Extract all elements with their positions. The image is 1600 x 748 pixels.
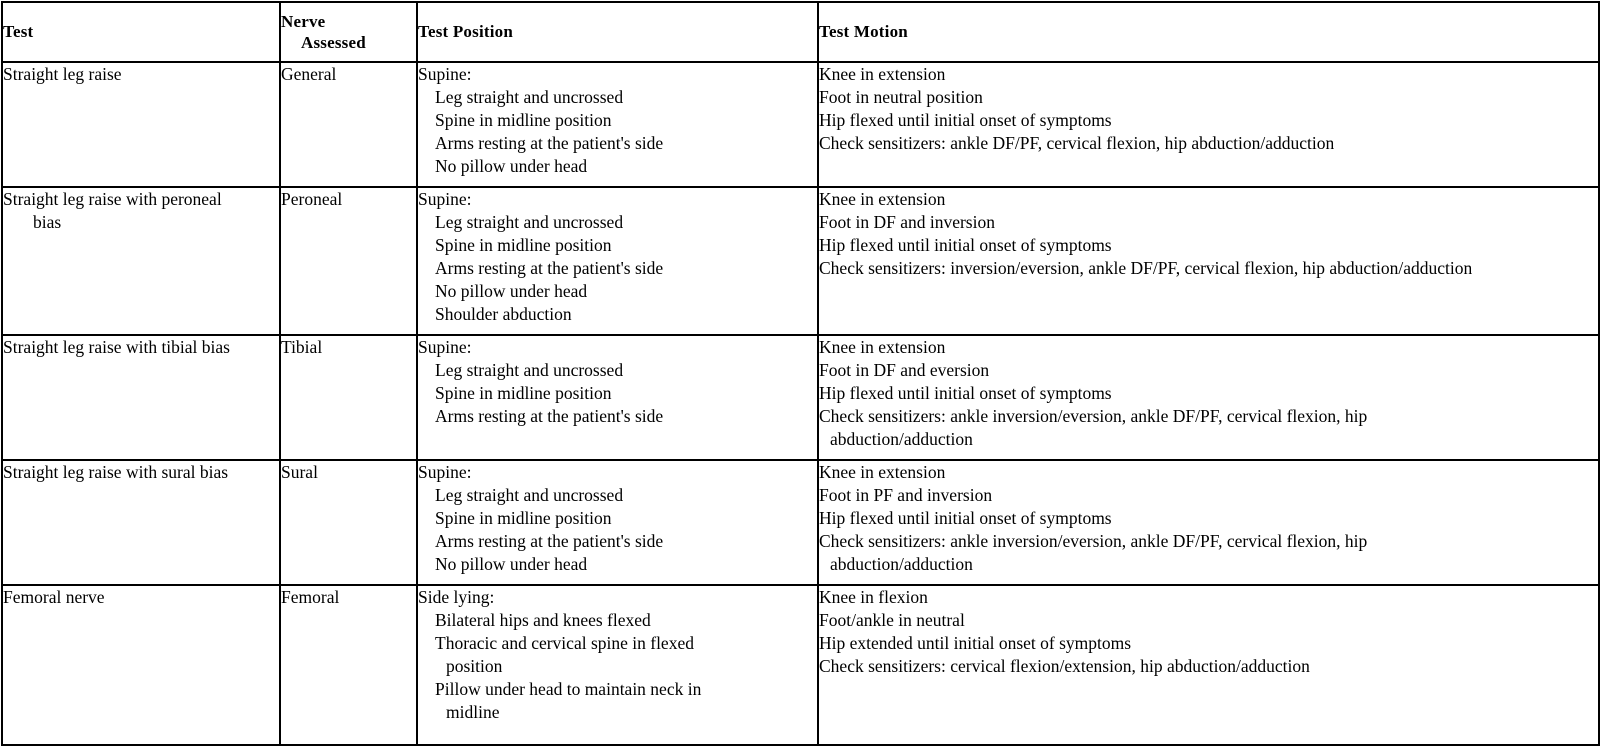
cell-nerve: Femoral: [279, 584, 418, 746]
cell-position: Supine: Leg straight and uncrossed Spine…: [416, 61, 819, 188]
position-item: Leg straight and uncrossed: [435, 485, 624, 505]
cell-motion: Knee in extension Foot in DF and inversi…: [817, 186, 1600, 336]
cell-test: Straight leg raise with peroneal bias: [1, 186, 281, 336]
motion-item: Knee in extension: [819, 462, 946, 482]
motion-item: Check sensitizers: ankle DF/PF, cervical…: [819, 133, 1335, 153]
table-row: Femoral nerve Femoral Side lying: Bilate…: [1, 584, 1600, 746]
position-item: Leg straight and uncrossed: [435, 212, 624, 232]
motion-item-text: Check sensitizers: ankle inversion/evers…: [819, 531, 1368, 551]
cell-motion: Knee in extension Foot in neutral positi…: [817, 61, 1600, 188]
position-head: Supine:: [418, 64, 472, 84]
header-test: Test: [1, 1, 281, 63]
table-row: Straight leg raise with tibial bias Tibi…: [1, 334, 1600, 461]
motion-item: Knee in flexion: [819, 587, 928, 607]
motion-item: Knee in extension: [819, 64, 946, 84]
motion-item: Hip flexed until initial onset of sympto…: [819, 508, 1112, 528]
position-item: Leg straight and uncrossed: [435, 360, 624, 380]
position-item: Bilateral hips and knees flexed: [435, 610, 651, 630]
position-item: Thoracic and cervical spine in flexed po…: [418, 632, 817, 678]
test-name: Femoral nerve: [3, 587, 105, 607]
position-item: Arms resting at the patient's side: [435, 531, 664, 551]
header-row: Test Nerve Assessed Test Position Test M…: [1, 1, 1600, 63]
motion-item: Foot/ankle in neutral: [819, 610, 965, 630]
position-item-text: Thoracic and cervical spine in flexed: [435, 633, 694, 653]
motion-item: Hip flexed until initial onset of sympto…: [819, 235, 1112, 255]
test-name: Straight leg raise with peroneal: [3, 189, 222, 209]
position-item: No pillow under head: [435, 156, 588, 176]
cell-test: Femoral nerve: [1, 584, 281, 746]
motion-item: Hip flexed until initial onset of sympto…: [819, 383, 1112, 403]
cell-test: Straight leg raise: [1, 61, 281, 188]
motion-item-continued: abduction/adduction: [830, 429, 973, 449]
motion-item: Knee in extension: [819, 337, 946, 357]
motion-item: Check sensitizers: inversion/eversion, a…: [819, 258, 1473, 278]
header-nerve-line1: Nerve: [281, 12, 326, 31]
header-test-motion: Test Motion: [817, 1, 1600, 63]
cell-position: Supine: Leg straight and uncrossed Spine…: [416, 186, 819, 336]
position-item: Spine in midline position: [435, 235, 612, 255]
test-name: Straight leg raise with tibial bias: [3, 337, 230, 357]
position-head: Supine:: [418, 462, 472, 482]
motion-item: Foot in neutral position: [819, 87, 983, 107]
position-item: Arms resting at the patient's side: [435, 133, 664, 153]
motion-item: Hip flexed until initial onset of sympto…: [819, 110, 1112, 130]
position-item: Spine in midline position: [435, 110, 612, 130]
position-item: Spine in midline position: [435, 508, 612, 528]
position-item: Leg straight and uncrossed: [435, 87, 624, 107]
cell-motion: Knee in extension Foot in PF and inversi…: [817, 459, 1600, 586]
table-row: Straight leg raise with peroneal bias Pe…: [1, 186, 1600, 336]
cell-motion: Knee in extension Foot in DF and eversio…: [817, 334, 1600, 461]
cell-position: Supine: Leg straight and uncrossed Spine…: [416, 459, 819, 586]
test-name-continued: bias: [33, 212, 62, 232]
position-item: No pillow under head: [435, 281, 588, 301]
table-row: Straight leg raise General Supine: Leg s…: [1, 61, 1600, 188]
cell-nerve: Peroneal: [279, 186, 418, 336]
position-item: Shoulder abduction: [435, 304, 572, 324]
position-item: Arms resting at the patient's side: [435, 406, 664, 426]
motion-item: Check sensitizers: cervical flexion/exte…: [819, 656, 1310, 676]
cell-nerve: General: [279, 61, 418, 188]
header-nerve-assessed: Nerve Assessed: [279, 1, 418, 63]
position-head: Supine:: [418, 337, 472, 357]
motion-item-continued: abduction/adduction: [830, 554, 973, 574]
cell-nerve: Sural: [279, 459, 418, 586]
motion-item: Foot in DF and inversion: [819, 212, 995, 232]
motion-item: Check sensitizers: ankle inversion/evers…: [819, 530, 1598, 576]
cell-nerve: Tibial: [279, 334, 418, 461]
motion-item: Hip extended until initial onset of symp…: [819, 633, 1132, 653]
cell-position: Supine: Leg straight and uncrossed Spine…: [416, 334, 819, 461]
position-item: Pillow under head to maintain neck in mi…: [418, 678, 817, 724]
motion-item: Foot in DF and eversion: [819, 360, 990, 380]
motion-item: Foot in PF and inversion: [819, 485, 993, 505]
table-row: Straight leg raise with sural bias Sural…: [1, 459, 1600, 586]
header-nerve-line2: Assessed: [301, 33, 366, 52]
position-item-text: Pillow under head to maintain neck in: [435, 679, 702, 699]
cell-motion: Knee in flexion Foot/ankle in neutral Hi…: [817, 584, 1600, 746]
cell-test: Straight leg raise with tibial bias: [1, 334, 281, 461]
motion-item: Knee in extension: [819, 189, 946, 209]
position-head: Side lying:: [418, 587, 495, 607]
position-item: Arms resting at the patient's side: [435, 258, 664, 278]
test-name: Straight leg raise with sural bias: [3, 462, 229, 482]
motion-item-text: Check sensitizers: ankle inversion/evers…: [819, 406, 1368, 426]
cell-test: Straight leg raise with sural bias: [1, 459, 281, 586]
motion-item: Check sensitizers: ankle inversion/evers…: [819, 405, 1598, 451]
position-head: Supine:: [418, 189, 472, 209]
position-item-continued: midline: [446, 702, 500, 722]
position-item: Spine in midline position: [435, 383, 612, 403]
header-test-position: Test Position: [416, 1, 819, 63]
test-name: Straight leg raise: [3, 64, 122, 84]
position-item-continued: position: [446, 656, 503, 676]
cell-position: Side lying: Bilateral hips and knees fle…: [416, 584, 819, 746]
position-item: No pillow under head: [435, 554, 588, 574]
